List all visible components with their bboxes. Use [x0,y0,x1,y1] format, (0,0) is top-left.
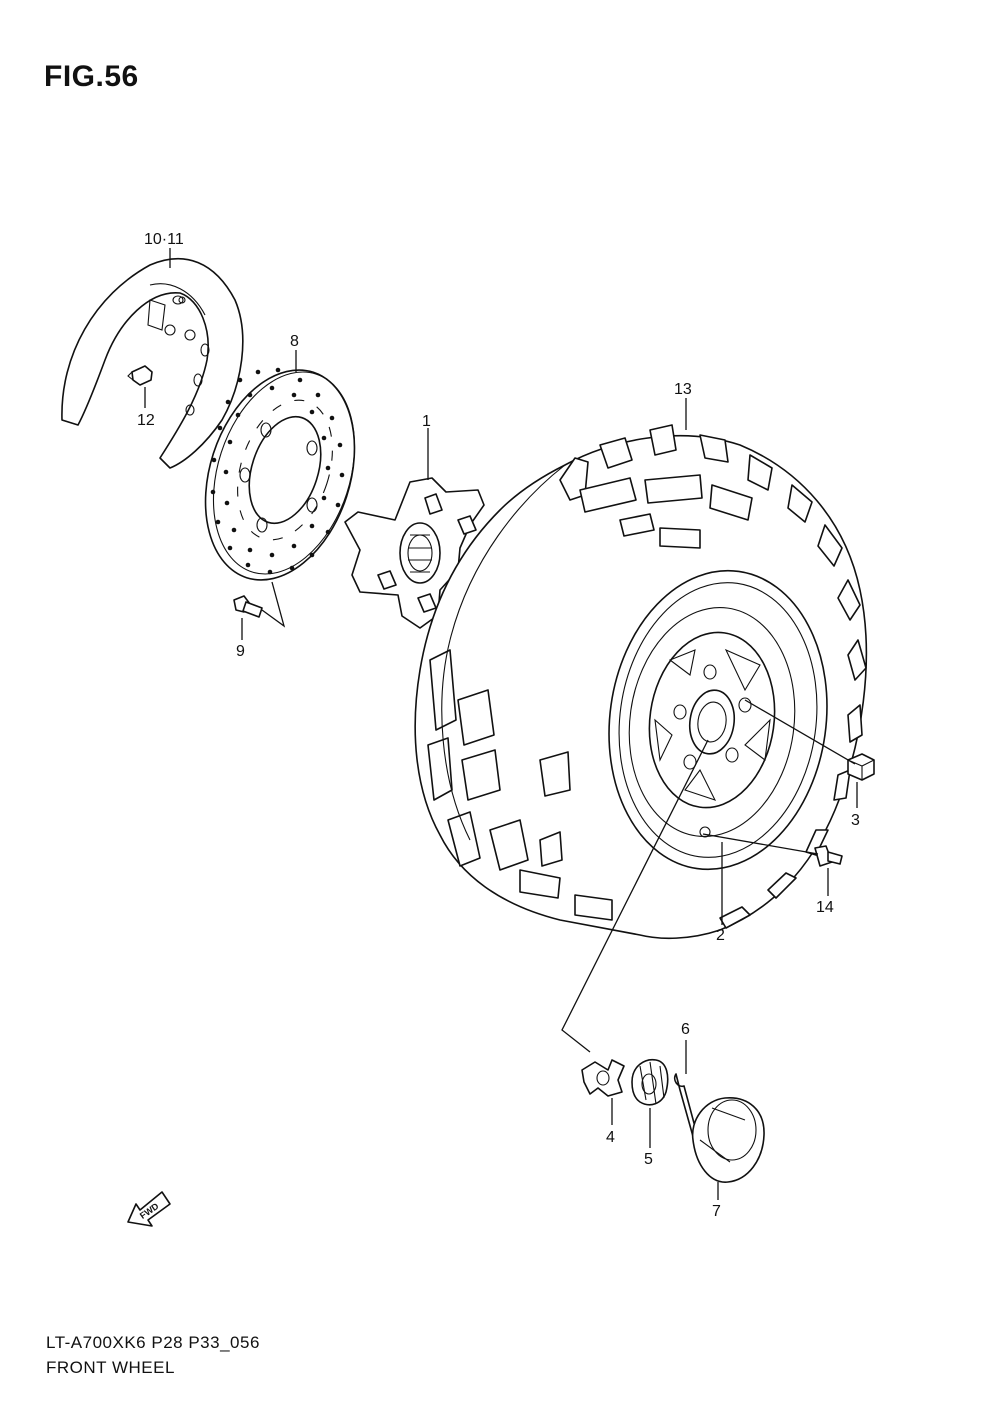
callout-14: 14 [816,899,834,916]
forward-arrow-icon: FWD [127,1191,171,1227]
callout-5: 5 [644,1151,653,1168]
disc-bolt [233,595,263,618]
callout-6: 6 [681,1021,690,1038]
brake-disc-cover [61,257,244,469]
model-code: LT-A700XK6 P28 P33_056 [46,1333,260,1352]
wheel-hub [344,477,485,629]
leader-lines [144,248,858,1200]
callout-2: 2 [716,927,725,944]
callout-4: 4 [606,1129,615,1146]
wheel-rim [608,569,828,871]
section-name: FRONT WHEEL [46,1358,175,1377]
hub-washer [581,1059,625,1097]
callout-13: 13 [674,381,692,398]
brake-disc [204,367,356,581]
callout-9: 9 [236,643,245,660]
callout-1: 1 [422,413,431,430]
callout-10-11: 10·11 [144,231,184,248]
wheel-nut [847,753,875,781]
hub-cap [691,1097,765,1183]
callout-8: 8 [290,333,299,350]
callout-7: 7 [712,1203,721,1220]
callout-12: 12 [137,412,155,429]
castle-nut [631,1058,669,1106]
cover-bolt [127,365,153,386]
stud-bolt [814,845,843,867]
figure-title: FIG.56 [44,60,139,93]
callout-3: 3 [851,812,860,829]
